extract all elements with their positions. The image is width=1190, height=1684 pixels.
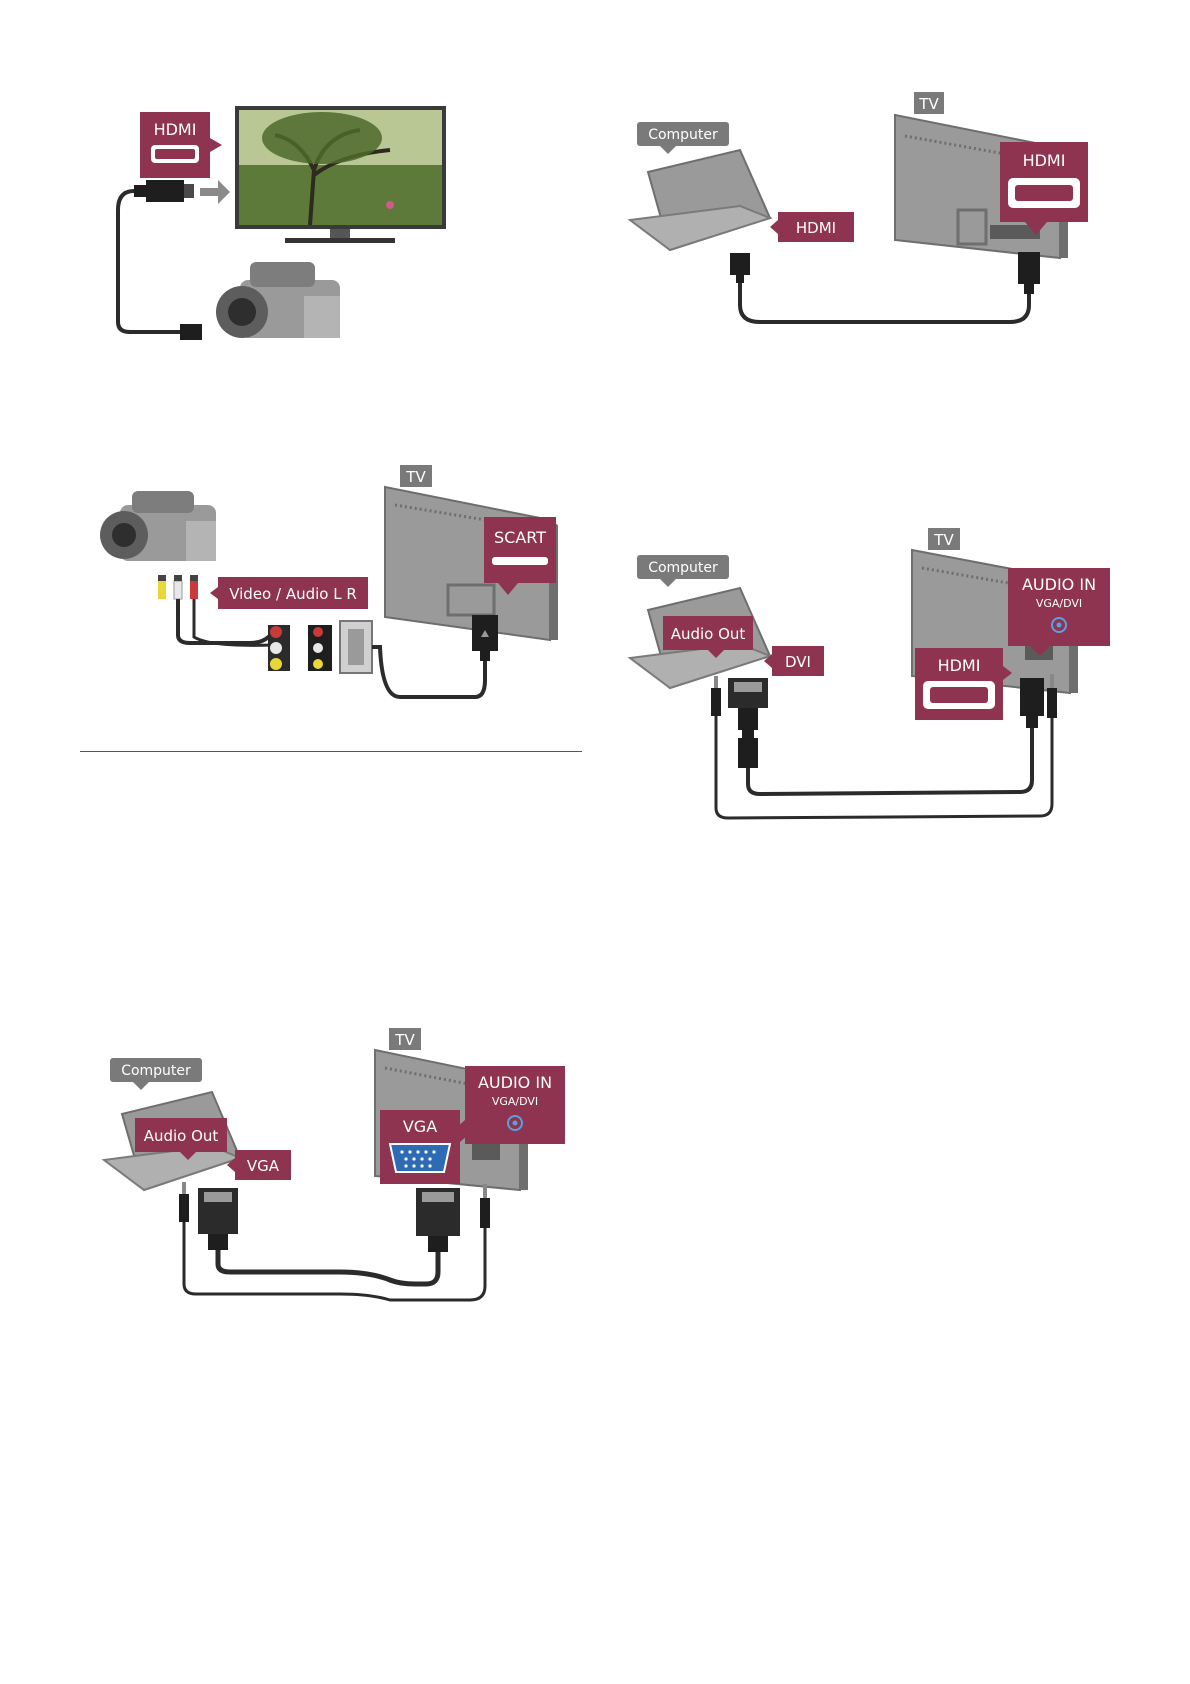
audio-in-sub-label: VGA/DVI — [1036, 597, 1082, 610]
tv-label: TV — [394, 1031, 415, 1049]
scart-plug-tv-icon — [472, 615, 498, 661]
audio-in-callout: AUDIO IN VGA/DVI — [1008, 568, 1110, 656]
figure-scart-camera: TV SCART — [100, 465, 580, 725]
hdmi-plug-pc-icon — [730, 253, 750, 283]
hdmi-cable — [116, 189, 180, 334]
cinch-plugs-icon — [158, 575, 198, 600]
figure-computer-hdmi: TV HDMI Computer HDMI — [627, 90, 1100, 350]
arrow-icon — [200, 180, 230, 204]
hdmi-pc-label: HDMI — [796, 219, 836, 237]
hdmi-label: HDMI — [154, 120, 197, 139]
scart-label: SCART — [494, 528, 546, 547]
audio-cable — [182, 1222, 487, 1302]
audio-jack-icon — [1051, 617, 1067, 633]
scart-callout: SCART — [484, 517, 556, 595]
computer-label-callout: Computer — [637, 555, 729, 587]
scart-cable — [372, 645, 487, 699]
audio-jack-icon — [507, 1115, 523, 1131]
vga-port-icon — [388, 1143, 452, 1173]
computer-label: Computer — [648, 127, 718, 143]
dvi-label: DVI — [785, 653, 811, 671]
tv-label: TV — [918, 95, 939, 113]
cinch-label: Video / Audio L R — [229, 585, 357, 603]
audio-in-sub-label: VGA/DVI — [492, 1095, 538, 1108]
camcorder-icon — [100, 491, 216, 561]
figure-computer-vga: TV AUDIO IN VGA/DVI VGA Computer — [100, 1028, 580, 1302]
diagram-hdmi-camera: HDMI — [116, 106, 446, 340]
hdmi-pc-callout: HDMI — [770, 212, 854, 242]
vga-tv-label: VGA — [403, 1117, 437, 1136]
hdmi-cable — [746, 728, 1034, 797]
tv-label: TV — [933, 531, 954, 549]
hdmi-tv-callout: HDMI — [915, 648, 1012, 720]
audio-plug-pc-icon — [179, 1182, 189, 1222]
hdmi-plug-tv-icon — [1020, 678, 1044, 728]
vga-cable — [215, 1250, 441, 1287]
audio-out-callout: Audio Out — [135, 1118, 227, 1160]
scart-adapter-icon — [268, 620, 373, 674]
diagram-computer-hdmi: TV HDMI Computer HDMI — [627, 92, 1088, 324]
computer-label: Computer — [648, 560, 718, 576]
camcorder-plug-icon — [180, 324, 202, 340]
dvi-callout: DVI — [764, 646, 824, 676]
diagram-computer-dvi: TV AUDIO IN VGA/DVI HDMI Computer — [627, 528, 1110, 820]
cinch-cable — [176, 599, 274, 645]
vga-tv-callout: VGA — [380, 1110, 468, 1184]
hdmi-cable — [738, 283, 1031, 324]
audio-in-label: AUDIO IN — [1022, 575, 1096, 594]
computer-label-callout: Computer — [110, 1058, 202, 1090]
dvi-plug-icon — [728, 678, 768, 730]
diagram-scart-camera: TV SCART — [100, 465, 558, 699]
vga-pc-label: VGA — [247, 1157, 280, 1175]
audio-plug-tv-icon — [480, 1184, 490, 1228]
audio-out-callout: Audio Out — [663, 616, 753, 658]
laptop-icon — [627, 148, 773, 252]
figure-hdmi-camera: HDMI — [100, 100, 460, 360]
computer-label: Computer — [121, 1063, 191, 1079]
hdmi-label-callout: HDMI — [140, 112, 222, 178]
audio-out-label: Audio Out — [671, 625, 746, 643]
vga-plug-pc-icon — [198, 1188, 238, 1250]
hdmi-tv-callout: HDMI — [1000, 142, 1088, 235]
hdmi-plug-pc-icon — [738, 730, 758, 768]
figure-computer-dvi: TV AUDIO IN VGA/DVI HDMI Computer — [627, 528, 1120, 828]
audio-in-callout: AUDIO IN VGA/DVI — [456, 1066, 565, 1144]
tv-label: TV — [405, 468, 426, 486]
audio-in-label: AUDIO IN — [478, 1073, 552, 1092]
cinch-callout: Video / Audio L R — [210, 577, 368, 609]
camcorder-icon — [216, 262, 340, 338]
hdmi-plug-tv-icon — [1018, 252, 1040, 294]
hdmi-tv-label: HDMI — [938, 656, 981, 675]
vga-pc-callout: VGA — [227, 1150, 291, 1180]
cinch-cable-2 — [192, 599, 273, 647]
vga-plug-tv-icon — [416, 1188, 460, 1252]
computer-label-callout: Computer — [637, 122, 729, 154]
audio-plug-pc-icon — [711, 676, 721, 716]
audio-plug-tv-icon — [1047, 674, 1057, 718]
audio-cable — [714, 716, 1054, 820]
hdmi-plug-icon — [134, 180, 194, 202]
hdmi-tv-label: HDMI — [1023, 151, 1066, 170]
divider — [80, 751, 582, 752]
tv-screen — [235, 106, 446, 243]
audio-out-label: Audio Out — [144, 1127, 219, 1145]
diagram-computer-vga: TV AUDIO IN VGA/DVI VGA Computer — [101, 1028, 565, 1302]
